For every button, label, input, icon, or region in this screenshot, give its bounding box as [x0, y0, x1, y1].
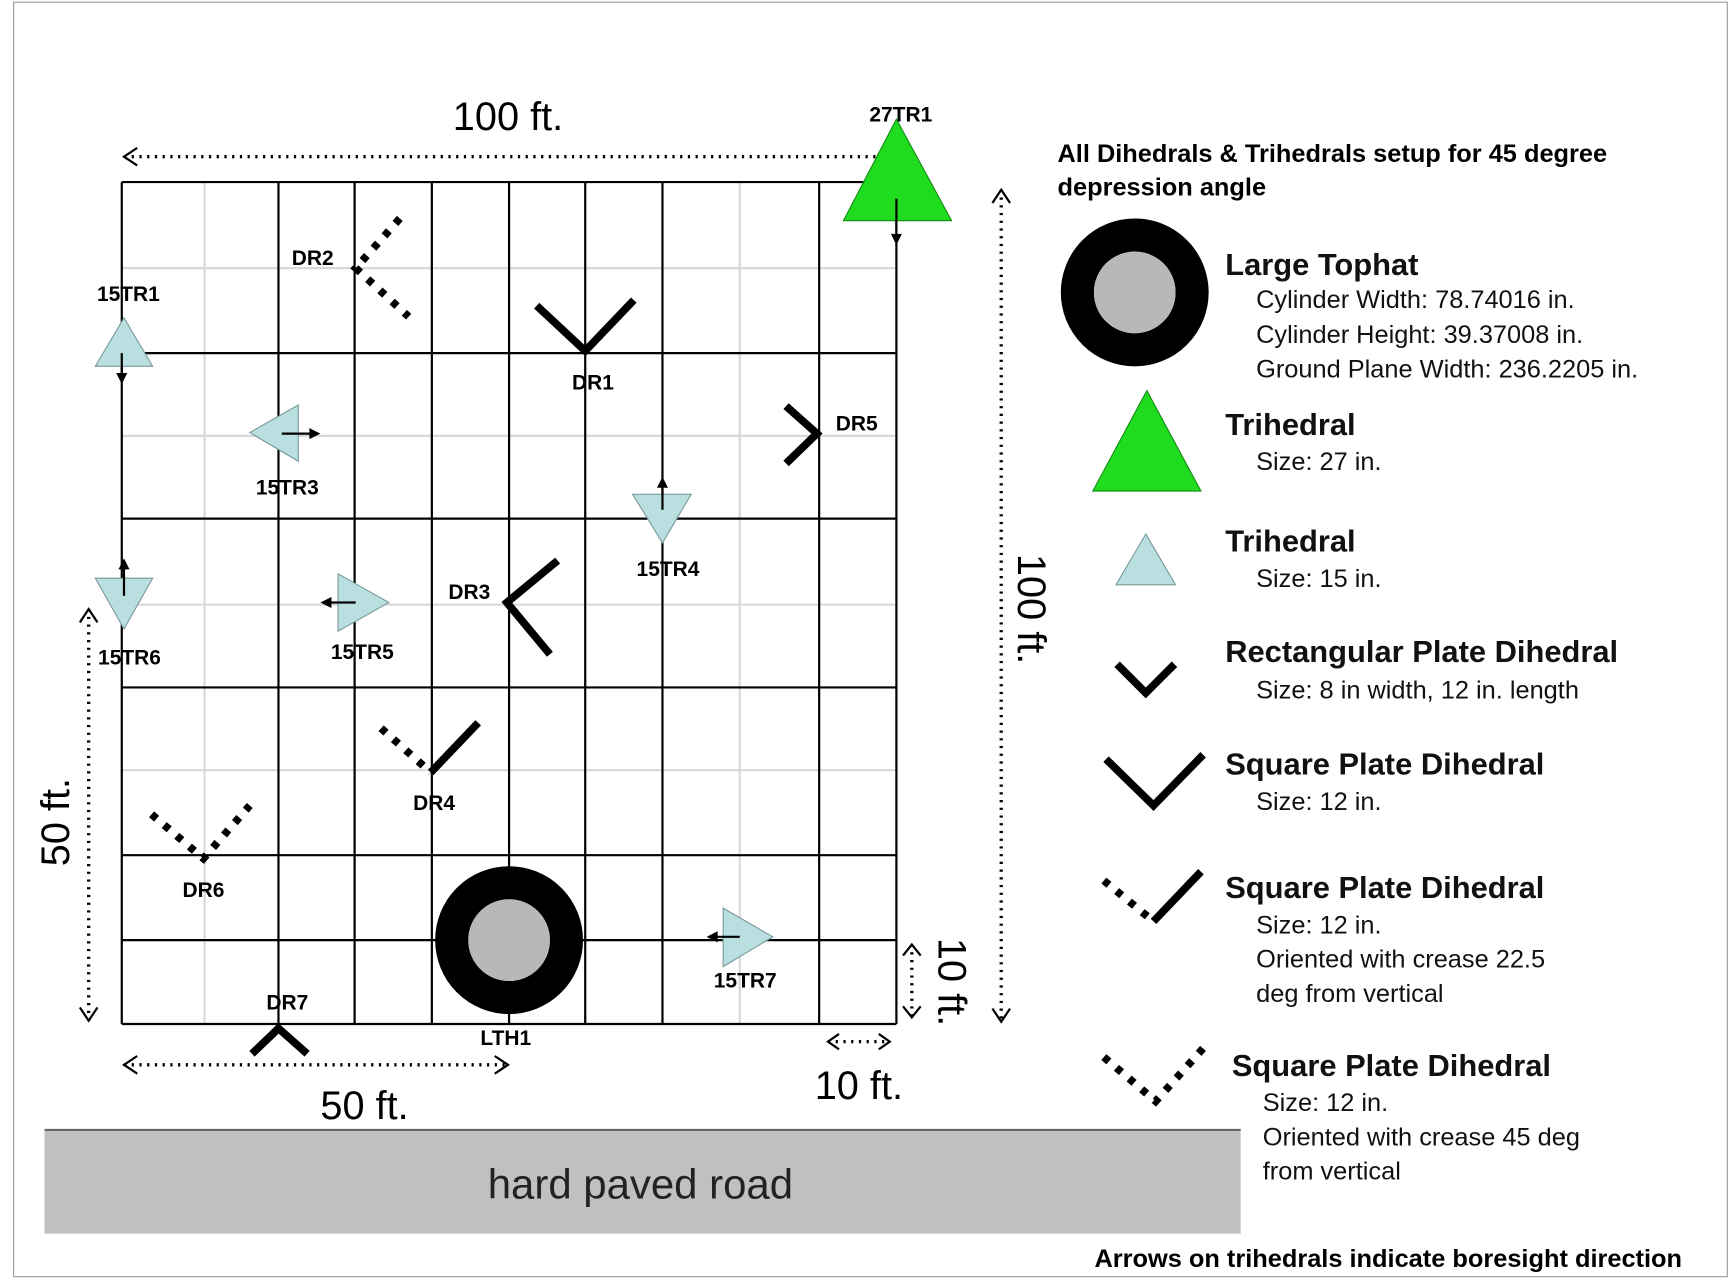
- svg-text:15TR1: 15TR1: [97, 283, 160, 306]
- svg-text:100 ft.: 100 ft.: [453, 95, 563, 139]
- svg-text:DR5: DR5: [836, 412, 878, 435]
- svg-text:from vertical: from vertical: [1263, 1158, 1401, 1186]
- legend-item-trihedral-27: Trihedral Size: 27 in.: [1091, 389, 1382, 492]
- dihedral-dr1: DR1: [534, 297, 637, 395]
- trihedral-15tr1: 15TR1: [94, 283, 160, 384]
- legend-item-square-dihedral-45: Square Plate Dihedral Size: 12 in. Orien…: [1101, 1045, 1580, 1186]
- svg-text:All Dihedrals & Trihedrals set: All Dihedrals & Trihedrals setup for 45 …: [1057, 140, 1607, 168]
- svg-text:Trihedral: Trihedral: [1225, 524, 1355, 559]
- dihedral-dr4: DR4: [378, 720, 481, 815]
- trihedral-27tr1: 27TR1: [842, 103, 953, 245]
- tophat-lth1: LTH1: [435, 866, 584, 1050]
- svg-text:Size: 12 in.: Size: 12 in.: [1256, 912, 1381, 940]
- trihedral-15tr6: 15TR6: [94, 558, 161, 669]
- legend: All Dihedrals & Trihedrals setup for 45 …: [1057, 140, 1682, 1273]
- svg-text:Trihedral: Trihedral: [1225, 407, 1355, 442]
- svg-text:50 ft.: 50 ft.: [34, 778, 78, 866]
- small-trihedral-icon: [1115, 532, 1177, 586]
- svg-text:15TR6: 15TR6: [98, 646, 161, 669]
- square-dihedral-icon: [1103, 752, 1206, 811]
- svg-text:Size: 15 in.: Size: 15 in.: [1256, 565, 1381, 593]
- svg-text:Size: 8 in width, 12 in. lengt: Size: 8 in width, 12 in. length: [1256, 676, 1579, 704]
- svg-text:Square Plate Dihedral: Square Plate Dihedral: [1225, 747, 1544, 782]
- svg-text:DR7: DR7: [266, 992, 308, 1015]
- svg-text:DR1: DR1: [572, 372, 614, 395]
- square-dihedral-45-icon: [1101, 1045, 1207, 1107]
- svg-text:Oriented with crease 45 deg: Oriented with crease 45 deg: [1263, 1123, 1580, 1151]
- dihedral-dr6: DR6: [149, 802, 253, 902]
- large-trihedral-icon: [1091, 389, 1202, 492]
- dimension-left: 50 ft.: [34, 607, 99, 1023]
- svg-text:15TR7: 15TR7: [714, 970, 777, 993]
- svg-text:50 ft.: 50 ft.: [320, 1084, 408, 1128]
- svg-text:15TR4: 15TR4: [637, 558, 700, 581]
- legend-item-tophat: Large Tophat Cylinder Width: 78.74016 in…: [1060, 218, 1638, 383]
- svg-text:15TR5: 15TR5: [331, 641, 394, 664]
- svg-text:Cylinder Height: 39.37008 in.: Cylinder Height: 39.37008 in.: [1256, 321, 1583, 349]
- legend-item-rectangular-dihedral: Rectangular Plate Dihedral Size: 8 in wi…: [1114, 634, 1618, 704]
- svg-text:Size: 27 in.: Size: 27 in.: [1256, 448, 1381, 476]
- trihedral-15tr4: 15TR4: [631, 476, 700, 581]
- tophat-icon: [1060, 218, 1209, 367]
- svg-text:hard paved road: hard paved road: [488, 1160, 793, 1207]
- svg-text:15TR3: 15TR3: [256, 476, 319, 499]
- dihedral-dr2: DR2: [292, 215, 412, 320]
- dihedral-dr5: DR5: [783, 403, 878, 467]
- svg-text:DR2: DR2: [292, 247, 334, 270]
- svg-text:DR6: DR6: [182, 879, 224, 902]
- svg-text:27TR1: 27TR1: [869, 103, 932, 126]
- svg-text:depression angle: depression angle: [1057, 173, 1266, 201]
- svg-text:100 ft.: 100 ft.: [1009, 554, 1053, 664]
- svg-text:Size: 12 in.: Size: 12 in.: [1256, 788, 1381, 816]
- svg-text:DR3: DR3: [448, 581, 490, 604]
- dimension-bottom-small: 10 ft.: [815, 1033, 903, 1108]
- rectangular-dihedral-icon: [1114, 661, 1178, 699]
- svg-text:Size: 12 in.: Size: 12 in.: [1263, 1089, 1388, 1117]
- svg-text:10 ft.: 10 ft.: [929, 938, 973, 1026]
- svg-text:deg from vertical: deg from vertical: [1256, 980, 1443, 1008]
- legend-item-square-dihedral: Square Plate Dihedral Size: 12 in.: [1103, 747, 1544, 816]
- legend-item-square-dihedral-22: Square Plate Dihedral Size: 12 in. Orien…: [1101, 869, 1545, 1008]
- dimension-right: 100 ft.: [991, 187, 1053, 1024]
- svg-text:Cylinder Width: 78.74016 in.: Cylinder Width: 78.74016 in.: [1256, 286, 1575, 314]
- trihedral-15tr7: 15TR7: [706, 907, 777, 993]
- dihedral-dr7: DR7: [249, 992, 310, 1057]
- legend-item-trihedral-15: Trihedral Size: 15 in.: [1115, 524, 1382, 593]
- svg-text:Oriented with crease 22.5: Oriented with crease 22.5: [1256, 946, 1545, 974]
- dimension-right-small: 10 ft.: [902, 938, 973, 1026]
- svg-text:10 ft.: 10 ft.: [815, 1064, 903, 1108]
- svg-text:Square Plate Dihedral: Square Plate Dihedral: [1225, 870, 1544, 905]
- svg-text:Square Plate Dihedral: Square Plate Dihedral: [1232, 1048, 1551, 1083]
- svg-text:Large Tophat: Large Tophat: [1225, 247, 1418, 282]
- trihedral-15tr5: 15TR5: [320, 572, 394, 664]
- svg-text:DR4: DR4: [413, 792, 455, 815]
- dimension-top: 100 ft.: [121, 95, 884, 167]
- legend-footer: Arrows on trihedrals indicate boresight …: [1094, 1245, 1682, 1273]
- svg-text:Rectangular Plate Dihedral: Rectangular Plate Dihedral: [1225, 634, 1618, 669]
- square-dihedral-22-icon: [1101, 869, 1204, 925]
- trihedral-15tr3: 15TR3: [248, 404, 321, 499]
- dihedral-dr3: DR3: [448, 557, 561, 657]
- svg-text:LTH1: LTH1: [480, 1027, 531, 1050]
- road: hard paved road: [44, 1128, 1241, 1234]
- dimension-bottom: 50 ft.: [121, 1055, 510, 1128]
- svg-text:Ground Plane Width: 236.2205 i: Ground Plane Width: 236.2205 in.: [1256, 355, 1638, 383]
